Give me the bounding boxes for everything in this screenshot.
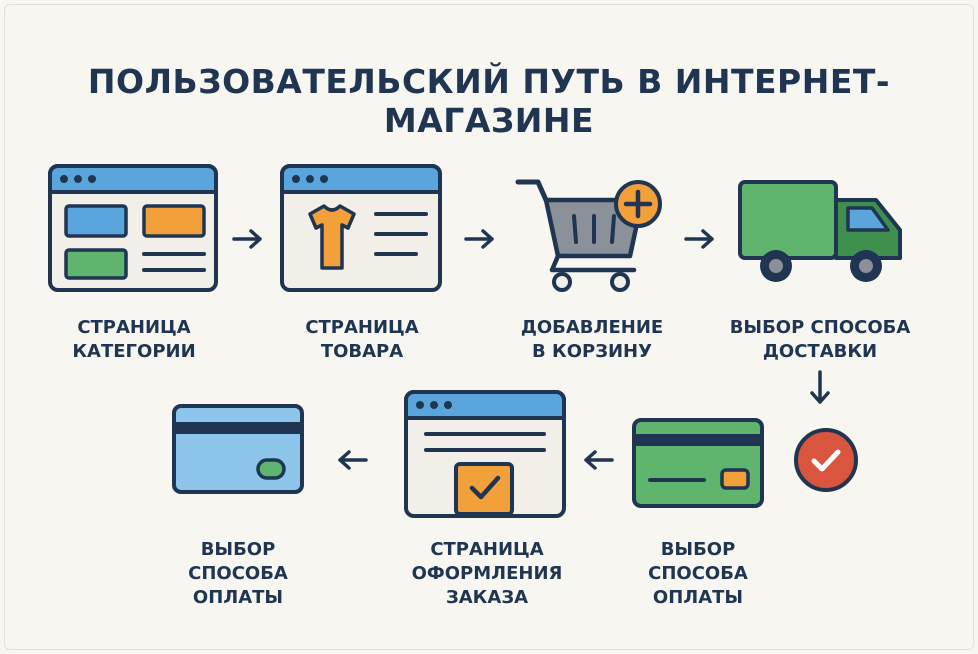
arrow-right-icon (232, 229, 262, 249)
arrow-down-icon (810, 370, 830, 404)
diagram-title: ПОЛЬЗОВАТЕЛЬСКИЙ ПУТЬ В ИНТЕРНЕТ-МАГАЗИН… (87, 62, 891, 140)
step-label-product-page: СТРАНИЦА ТОВАРА (305, 317, 419, 362)
checkout-page-icon (404, 390, 566, 518)
step-label-delivery-method: ВЫБОР СПОСОБА ДОСТАВКИ (729, 317, 911, 362)
product-page-icon (280, 164, 442, 292)
payment-card-icon (632, 418, 764, 508)
delivery-truck-icon (738, 180, 902, 282)
arrow-right-icon (464, 229, 494, 249)
arrow-left-icon (584, 450, 614, 470)
step-label-payment-method: ВЫБОР СПОСОБА ОПЛАТЫ (188, 539, 288, 608)
diagram-frame (4, 4, 974, 650)
payment-card-icon (172, 404, 304, 494)
arrow-right-icon (684, 229, 714, 249)
arrow-left-icon (338, 450, 368, 470)
step-label-category-page: СТРАНИЦА КАТЕГОРИИ (72, 317, 196, 362)
step-label-checkout-page: СТРАНИЦА ОФОРМЛЕНИЯ ЗАКАЗА (411, 539, 563, 608)
step-label-add-to-cart: ДОБАВЛЕНИЕ В КОРЗИНУ (520, 317, 664, 362)
category-page-icon (48, 164, 218, 292)
check-circle-icon (794, 428, 858, 492)
cart-add-icon (515, 179, 662, 292)
step-label-payment-method: ВЫБОР СПОСОБА ОПЛАТЫ (648, 539, 748, 608)
